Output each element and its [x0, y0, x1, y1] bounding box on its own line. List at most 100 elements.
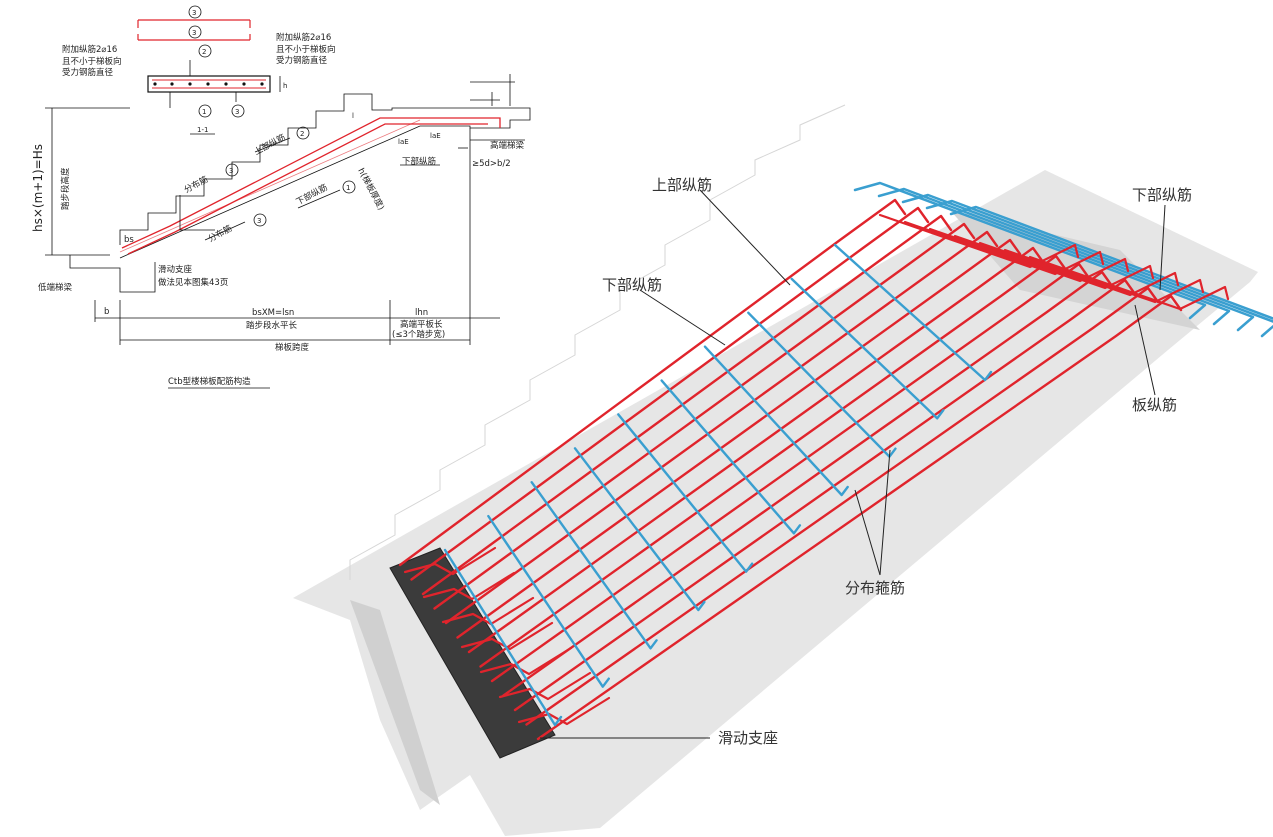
detail-circle-3a: 3	[229, 167, 233, 175]
dist-stirrup	[660, 379, 802, 535]
detail-caption: Ctb型楼梯板配筋构造	[168, 376, 251, 387]
model-label-lower-right: 下部纵筋	[1132, 186, 1192, 204]
dim-l: l	[352, 112, 354, 120]
circle-3-bottom-label: 3	[235, 108, 239, 116]
plate-rebar	[853, 181, 1207, 320]
dist-stirrup	[443, 548, 563, 727]
dim-lae-1: laE	[398, 138, 409, 146]
anchor-rebar	[460, 621, 554, 651]
anchor-rebar	[422, 571, 516, 601]
circle-2	[198, 44, 212, 58]
main-rebar	[444, 230, 999, 625]
stair-profile: 3 2 3 1	[45, 74, 531, 345]
rebar-cage	[398, 181, 1273, 741]
model-label-plate: 板纵筋	[1132, 396, 1177, 414]
dim-b: b	[104, 307, 109, 317]
detail-circle-3b: 3	[257, 217, 261, 225]
leader-stirrup-b	[879, 449, 891, 576]
detail-circle-1: 1	[346, 184, 350, 192]
label-dist-upper: 分布筋	[182, 174, 210, 196]
main-rebar	[410, 206, 930, 581]
dist-stirrup	[573, 447, 706, 612]
dim-span: 梯板跨度	[275, 342, 310, 353]
dist-stirrup	[833, 243, 993, 382]
stair-3d-model: 上部纵筋 下部纵筋 下部纵筋 板纵筋 分布箍筋 滑动支座	[293, 104, 1273, 836]
height-formula: hs×(m+1)=Hs	[31, 144, 45, 232]
model-label-slide: 滑动支座	[718, 729, 778, 747]
label-low-beam: 低端梯梁	[38, 282, 73, 293]
main-rebar	[502, 270, 1114, 697]
top-rebar	[1003, 248, 1205, 304]
section-rect	[147, 75, 271, 93]
top-rebar	[903, 220, 1105, 276]
circle-2-label: 2	[202, 48, 206, 56]
label-bs: bs	[124, 235, 134, 245]
dist-stirrup	[790, 277, 945, 420]
leader-upper	[699, 189, 791, 286]
label-thickness: h(梯板厚度)	[355, 166, 386, 212]
leader-stirrup-a	[854, 489, 881, 576]
plate-rebar	[949, 205, 1273, 320]
slab-end-face	[350, 600, 440, 805]
label-dist-lower: 分布筋	[206, 223, 234, 245]
landing-shadow	[950, 210, 1200, 330]
top-rebar	[953, 234, 1155, 290]
sliding-support-pad	[389, 547, 556, 759]
label-lower: 下部纵筋	[294, 182, 329, 208]
anchor-rebar	[498, 671, 592, 701]
label-anchor: ≥5d>b/2	[472, 159, 511, 169]
main-rebar	[433, 222, 976, 610]
detail-circle-2: 2	[300, 130, 304, 138]
main-rebar	[421, 214, 953, 596]
right-note-2: 且不小于梯板向	[276, 44, 336, 55]
anchor-rebar	[403, 546, 497, 576]
dim-lhn-label-2: (≤3个踏步宽)	[392, 329, 445, 340]
stair-2d-detail: 3 3 2 1 3 h 1-1 附加纵筋2⌀16 且不	[31, 5, 531, 389]
left-note-1: 附加纵筋2⌀16	[62, 44, 117, 55]
top-rebar	[928, 227, 1130, 283]
right-note-1: 附加纵筋2⌀16	[276, 32, 331, 43]
circle-1-label: 1	[202, 108, 206, 116]
leader-lower	[639, 289, 726, 346]
dim-lae-2: laE	[430, 132, 441, 140]
label-slide: 滑动支座	[158, 264, 193, 275]
model-label-lower: 下部纵筋	[602, 276, 662, 294]
top-rebar	[1028, 255, 1230, 311]
main-rebar	[536, 294, 1183, 741]
section-1-1: 3 3 2 1 3 h 1-1 附加纵筋2⌀16 且不	[62, 5, 336, 135]
detail-labels: hs×(m+1)=Hs 踏步段高度 分布筋 分布筋 上部纵筋 下部纵筋 h(梯板…	[31, 112, 525, 389]
leader-lower-right	[1159, 204, 1166, 291]
leader-plate	[1134, 304, 1156, 396]
anchor-rebar	[441, 596, 535, 626]
model-label-stirrup: 分布箍筋	[845, 579, 905, 597]
circle-3-mid	[188, 25, 202, 39]
main-rebar	[467, 246, 1045, 654]
main-rebar	[513, 278, 1137, 712]
label-lower-end: 下部纵筋	[402, 156, 436, 167]
plate-rebar	[925, 199, 1273, 338]
section-dim-h: h	[283, 82, 287, 90]
main-rebar	[456, 238, 1022, 639]
circle-1	[198, 104, 212, 118]
circle-3-bottom	[231, 104, 245, 118]
dist-stirrup	[487, 514, 610, 688]
label-high-beam: 高端梯梁	[490, 140, 525, 151]
dim-bsxm: bsXM=lsn	[252, 308, 294, 318]
label-slide-ref: 做法见本图集43页	[158, 277, 228, 288]
step-profile	[349, 104, 846, 580]
main-rebar	[479, 254, 1068, 668]
height-label: 踏步段高度	[60, 167, 71, 210]
dist-stirrup	[703, 345, 849, 497]
section-title: 1-1	[197, 126, 208, 134]
circle-3-top	[188, 5, 202, 19]
circle-3-top-label: 3	[192, 9, 196, 17]
main-rebar	[525, 286, 1160, 726]
dist-stirrup	[530, 481, 658, 650]
left-note-2: 且不小于梯板向	[62, 56, 122, 67]
left-note-3: 受力钢筋直径	[62, 67, 114, 78]
right-note-3: 受力钢筋直径	[276, 55, 328, 66]
top-rebar	[878, 213, 1080, 269]
circle-3-mid-label: 3	[192, 29, 196, 37]
model-label-upper: 上部纵筋	[652, 176, 712, 194]
